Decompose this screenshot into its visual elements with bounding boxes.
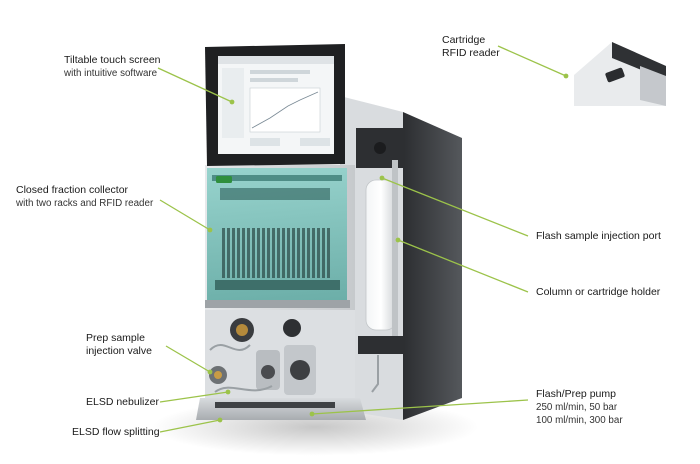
leader-flash-injection (381, 177, 529, 237)
rack-tube (282, 228, 285, 278)
rack-tube (277, 228, 280, 278)
label-prep-valve-title: Prep sample (86, 332, 145, 344)
label-fraction-collector-sub: with two racks and RFID reader (16, 198, 154, 209)
label-elsd-nebulizer: ELSD nebulizer (86, 396, 159, 409)
label-pump-line1: 250 ml/min, 50 bar (536, 402, 618, 413)
pump-head-icon (290, 360, 310, 380)
leader-elsd-nebulizer (159, 391, 229, 403)
rack-tubes (222, 228, 330, 278)
touch-screen (205, 44, 345, 166)
rack-tube (262, 228, 265, 278)
brand-logo-icon (216, 176, 232, 183)
leader-pump (311, 399, 529, 415)
leader-elsd-splitting (159, 419, 221, 433)
label-touch-screen-title: Tiltable touch screen (64, 54, 161, 66)
rack-tube (322, 228, 325, 278)
rack-tube (272, 228, 275, 278)
rack-tube (257, 228, 260, 278)
rfid-inset (574, 42, 666, 106)
rack-tube (222, 228, 225, 278)
rack-tube (227, 228, 230, 278)
label-rfid-reader-sub: RFID reader (442, 47, 500, 59)
label-column-holder: Column or cartridge holder (536, 286, 660, 299)
port-icon (283, 319, 301, 337)
injection-port-icon (374, 142, 386, 154)
pump-module (205, 310, 355, 410)
label-fraction-collector: Closed fraction collector with two racks… (16, 184, 153, 210)
label-rfid-reader: Cartridge RFID reader (442, 34, 500, 60)
rack-tube (237, 228, 240, 278)
rack-tube (267, 228, 270, 278)
label-rfid-reader-title: Cartridge (442, 34, 486, 46)
leader-column-holder (397, 239, 529, 293)
base-tray (196, 398, 366, 420)
rack-tube (252, 228, 255, 278)
label-flash-injection-title: Flash sample injection port (536, 230, 661, 242)
label-elsd-splitting: ELSD flow splitting (72, 426, 160, 439)
leader-rfid (497, 45, 567, 77)
label-fraction-collector-title: Closed fraction collector (16, 184, 129, 196)
rack-tube (287, 228, 290, 278)
label-pump: Flash/Prep pump 250 ml/min, 50 bar 100 m… (536, 388, 623, 427)
label-prep-valve: Prep sample injection valve (86, 332, 152, 358)
label-column-holder-title: Column or cartridge holder (536, 286, 661, 298)
label-pump-line2: 100 ml/min, 300 bar (536, 415, 623, 426)
rack-tube (317, 228, 320, 278)
rack-tube (242, 228, 245, 278)
rack-tube (247, 228, 250, 278)
rack-tube (307, 228, 310, 278)
leader-prep-valve (165, 345, 211, 373)
label-prep-valve-sub: injection valve (86, 345, 152, 357)
leader-touch-screen (157, 67, 233, 103)
rack-tube (312, 228, 315, 278)
label-touch-screen: Tiltable touch screen with intuitive sof… (64, 54, 161, 80)
label-elsd-nebulizer-title: ELSD nebulizer (86, 396, 159, 408)
rfid-chip-icon (605, 67, 625, 83)
label-pump-title: Flash/Prep pump (536, 388, 616, 400)
leader-fraction-collector (159, 199, 211, 231)
rack-tube (232, 228, 235, 278)
rack-tube (302, 228, 305, 278)
label-elsd-splitting-title: ELSD flow splitting (72, 426, 160, 438)
fraction-collector (205, 168, 350, 308)
label-flash-injection: Flash sample injection port (536, 230, 661, 243)
rack-tube (292, 228, 295, 278)
leader-lines (157, 45, 569, 433)
rack-tube (327, 228, 330, 278)
label-touch-screen-sub: with intuitive software (64, 68, 158, 79)
column-holder (356, 128, 404, 393)
rack-tube (297, 228, 300, 278)
